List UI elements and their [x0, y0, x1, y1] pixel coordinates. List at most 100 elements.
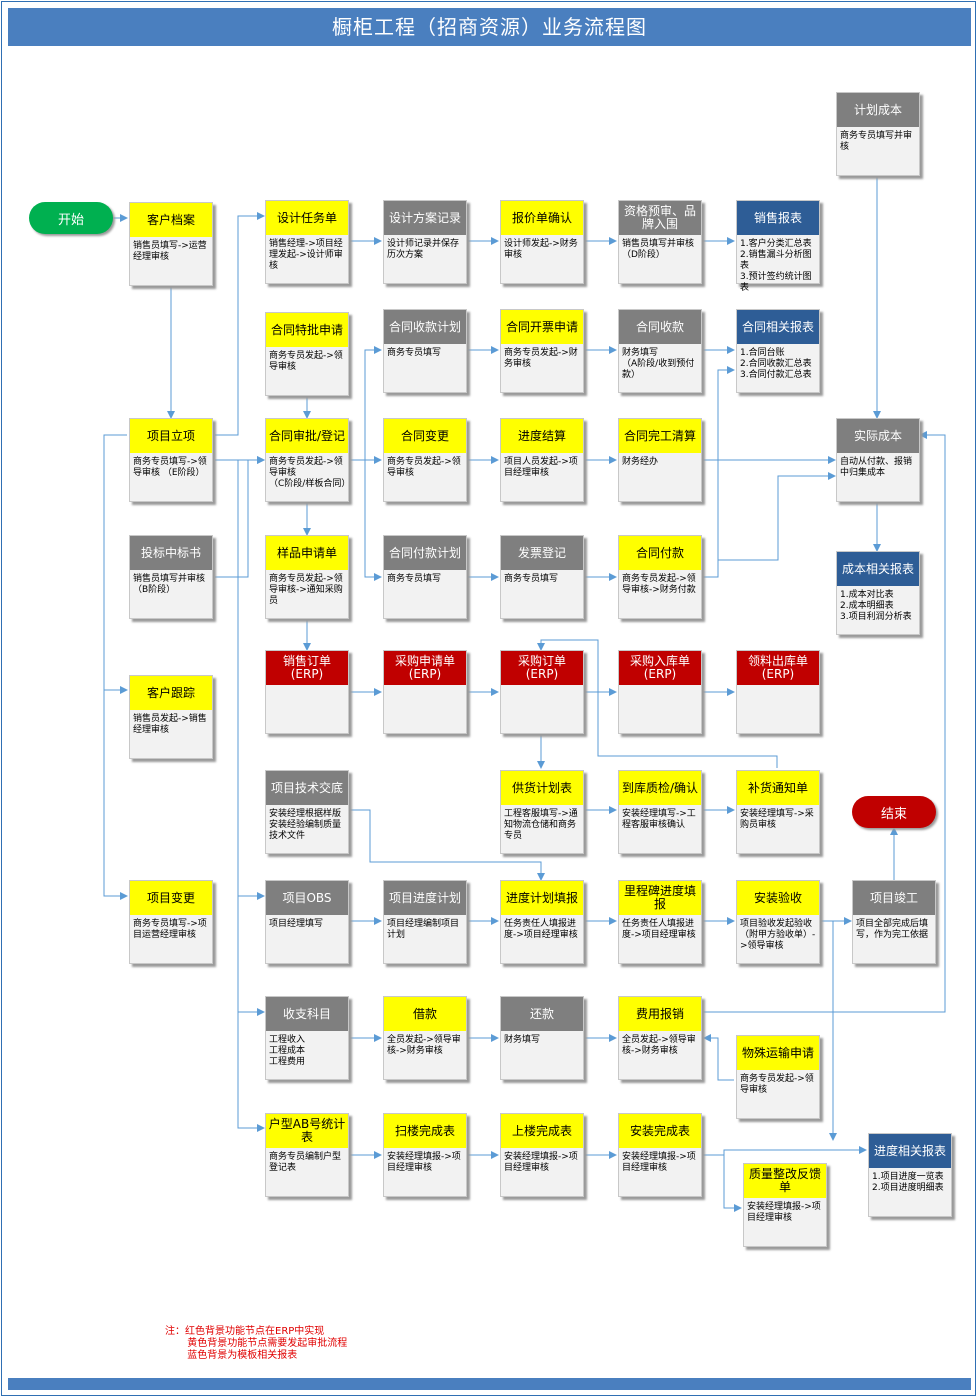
node-description: 项目人员发起->项目经理审核 [504, 457, 578, 478]
node-title: 资格预审、品牌入围 [619, 201, 701, 235]
node-inbound-erp: 采购入库单 (ERP) [618, 650, 702, 734]
node-description: 财务经办 [622, 457, 659, 467]
node-description: 自动从付款、报销中归集成本 [840, 457, 913, 478]
node-unit-ab-stats: 户型AB号统计表商务专员编制户型登记表 [265, 1113, 349, 1197]
node-title: 合同相关报表 [737, 310, 819, 344]
node-description: 安装经理填写->采购员审核 [740, 809, 814, 830]
node-description: 商务专员填写 [504, 574, 559, 584]
node-receipt-plan: 合同收款计划商务专员填写 [383, 309, 467, 393]
node-description: 1.项目进度一览表 2.项目进度明细表 [872, 1172, 944, 1193]
node-design-record: 设计方案记录设计师记录并保存历次方案 [383, 200, 467, 284]
node-description: 项目验收发起验收（附甲方验收单）->领导审核 [740, 919, 816, 951]
node-contract-clearing: 合同完工清算财务经办 [618, 418, 702, 502]
node-tech-briefing: 项目技术交底安装经理根据样版安装经验编制质量技术文件 [265, 770, 349, 854]
node-description: 全员发起->领导审核->财务审核 [622, 1035, 696, 1056]
node-description: 任务责任人填报进度->项目经理审核 [622, 919, 696, 940]
node-description: 1.客户分类汇总表 2.销售漏斗分析图表 3.预计签约统计图表 [740, 239, 812, 293]
node-description: 商务专员发起->领导审核 [740, 1074, 814, 1095]
node-title: 项目技术交底 [266, 771, 348, 805]
node-planned-cost: 计划成本商务专员填写并审核 [836, 92, 920, 176]
edge-bhtzd-cgdd [537, 639, 778, 768]
edge-htfk-htxgbb [702, 366, 735, 578]
node-purchase-order-erp: 采购订单 (ERP) [500, 650, 584, 734]
node-title: 质量整改反馈单 [744, 1164, 826, 1198]
node-description: 安装经理填报->项目经理审核 [387, 1152, 461, 1173]
node-description: 商务专员发起->领导审核->通知采购员 [269, 574, 343, 606]
edge-azwcb-zlzg [723, 1155, 742, 1212]
node-description: 安装经理填报->项目经理审核 [504, 1152, 578, 1173]
diagram-title: 橱柜工程（招商资源）业务流程图 [8, 8, 971, 46]
node-title: 合同付款计划 [384, 536, 466, 570]
node-title: 样品申请单 [266, 536, 348, 570]
node-title: 采购申请单 (ERP) [384, 651, 466, 685]
node-loan: 借款全员发起->领导审核->财务审核 [383, 996, 467, 1080]
node-title: 进度结算 [501, 419, 583, 453]
node-description [266, 685, 348, 733]
node-title: 进度计划填报 [501, 881, 583, 915]
node-title: 费用报销 [619, 997, 701, 1031]
node-sales-order-erp: 销售订单 (ERP) [265, 650, 349, 734]
node-invoice-request: 合同开票申请商务专员发起->财务审核 [500, 309, 584, 393]
node-description [501, 685, 583, 733]
node-bid-award: 投标中标书销售员填写并审核（B阶段） [129, 535, 213, 619]
node-title: 合同特批申请 [266, 313, 348, 347]
edge-wsys-fybx [703, 1034, 734, 1081]
node-description: 项目经理编制项目计划 [387, 919, 460, 940]
node-design-task: 设计任务单销售经理->项目经理发起->设计师审核 [265, 200, 349, 284]
edge-xmlx-xmbg [103, 690, 128, 900]
node-description: 商务专员填写->项目运营经理审核 [133, 919, 207, 940]
node-description: 商务专员编制户型登记表 [269, 1152, 342, 1173]
node-quote-confirm: 报价单确认设计师发起->财务审核 [500, 200, 584, 284]
node-title: 进度相关报表 [869, 1134, 951, 1168]
node-title: 成本相关报表 [837, 552, 919, 586]
start-terminal: 开始 [29, 202, 113, 234]
node-title: 到库质检/确认 [619, 771, 701, 805]
node-description: 商务专员填写 [387, 574, 442, 584]
node-description: 销售员填写并审核（B阶段） [133, 574, 206, 595]
node-customer-tracking: 客户跟踪销售员发起->销售经理审核 [129, 675, 213, 759]
node-actual-cost: 实际成本自动从付款、报销中归集成本 [836, 418, 920, 502]
node-description: 设计师记录并保存历次方案 [387, 239, 460, 260]
node-description: 财务填写 （A阶段/收到预付款） [622, 348, 695, 380]
node-description: 销售员发起->销售经理审核 [133, 714, 207, 735]
node-payment-plan: 合同付款计划商务专员填写 [383, 535, 467, 619]
node-contract-receipt: 合同收款财务填写 （A阶段/收到预付款） [618, 309, 702, 393]
node-title: 户型AB号统计表 [266, 1114, 348, 1148]
node-expense-claim: 费用报销全员发起->领导审核->财务审核 [618, 996, 702, 1080]
node-invoice-register: 发票登记商务专员填写 [500, 535, 584, 619]
node-title: 合同开票申请 [501, 310, 583, 344]
node-quality-rectify: 质量整改反馈单安装经理填报->项目经理审核 [743, 1163, 827, 1247]
node-title: 项目竣工 [853, 881, 935, 915]
node-milestone-fill: 里程碑进度填报任务责任人填报进度->项目经理审核 [618, 880, 702, 964]
node-title: 实际成本 [837, 419, 919, 453]
node-contract-payment: 合同付款商务专员发起->领导审核->财务付款 [618, 535, 702, 619]
node-install-done: 安装完成表安装经理填报->项目经理审核 [618, 1113, 702, 1197]
edge-htspdj-htfkjh [364, 460, 382, 581]
node-title: 客户跟踪 [130, 676, 212, 710]
node-progress-report: 进度相关报表 1.项目进度一览表 2.项目进度明细表 [868, 1133, 952, 1217]
node-title: 供货计划表 [501, 771, 583, 805]
node-sample-request: 样品申请单商务专员发起->领导审核->通知采购员 [265, 535, 349, 619]
node-title: 安装验收 [737, 881, 819, 915]
node-schedule-fill: 进度计划填报任务责任人填报进度->项目经理审核 [500, 880, 584, 964]
node-title: 合同收款 [619, 310, 701, 344]
node-description: 项目全部完成后填写，作为完工依据 [856, 919, 929, 940]
node-description: 安装经理填报->项目经理审核 [747, 1202, 821, 1223]
node-schedule-plan: 项目进度计划项目经理编制项目计划 [383, 880, 467, 964]
node-title: 物殊运输申请 [737, 1036, 819, 1070]
node-description [619, 685, 701, 733]
node-project-change: 项目变更商务专员填写->项目运营经理审核 [129, 880, 213, 964]
node-description: 安装经理填写->工程客服审核确认 [622, 809, 696, 830]
node-contract-report: 合同相关报表 1.合同台账 2.合同收款汇总表 3.合同付款汇总表 [736, 309, 820, 393]
node-issue-erp: 领料出库单 (ERP) [736, 650, 820, 734]
node-title: 计划成本 [837, 93, 919, 127]
node-title: 收支科目 [266, 997, 348, 1031]
node-title: 投标中标书 [130, 536, 212, 570]
node-description: 1.合同台账 2.合同收款汇总表 3.合同付款汇总表 [740, 348, 812, 380]
node-replenish-notice: 补货通知单安装经理填写->采购员审核 [736, 770, 820, 854]
node-description: 工程收入 工程成本 工程费用 [269, 1035, 306, 1067]
footer-bar [8, 1378, 971, 1390]
node-contract-change: 合同变更商务专员发起->领导审核 [383, 418, 467, 502]
